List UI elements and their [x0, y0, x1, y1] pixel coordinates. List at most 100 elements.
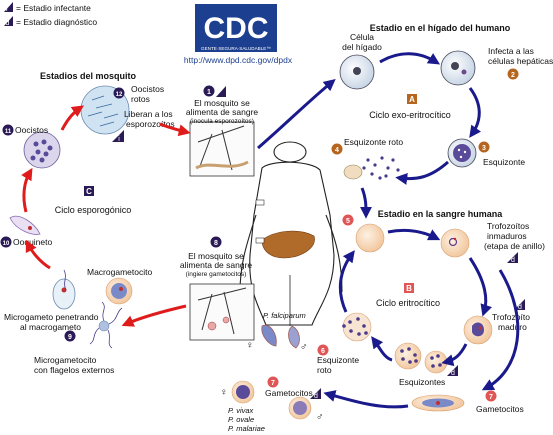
- arrow-mature-to-schizonts: [441, 343, 468, 367]
- release-sporozoites-label-2: esporozoítos: [126, 119, 175, 129]
- immature-trophozoite-label-3: (etapa de anillo): [484, 241, 545, 251]
- microgamete-penetrating-label-1: Microgameto penetrando: [4, 312, 99, 322]
- exflagellated-microgametocyte: [89, 301, 123, 349]
- cycle-c-marker: [84, 186, 94, 196]
- step-7-number-left: 7: [271, 380, 275, 387]
- step-7-marker-right: [485, 390, 497, 402]
- macrogametocyte: [105, 277, 133, 305]
- legend: i = Estadio infectante d = Estadio diagn…: [4, 2, 97, 27]
- step-5-number: 5: [346, 218, 350, 225]
- cycle-c-label: Ciclo esporogónico: [55, 205, 132, 215]
- step-7-number-right: 7: [489, 394, 493, 401]
- cdc-logo-box: [195, 4, 277, 52]
- liver-cell: [339, 54, 375, 90]
- gametocytes-label-right: Gametocitos: [476, 404, 524, 414]
- microgametocyte-label-2: con flagelos externos: [34, 365, 114, 375]
- ring-diagnostic-icon: [507, 252, 518, 263]
- step-1-number: 1: [207, 89, 211, 96]
- step-4-marker: [331, 143, 343, 155]
- ookinete: [9, 215, 41, 235]
- sporozoites-infective-symbol: i: [118, 136, 120, 143]
- red-arrows: [21, 105, 191, 327]
- arrow-ookinete-to-oocysts: [21, 167, 33, 213]
- mosquito-bite-box-8: [189, 283, 255, 341]
- arrow-zygote-to-ookinete: [25, 239, 51, 270]
- bite-mark-upper: [255, 199, 265, 206]
- ruptured-blood-schizont: [342, 312, 372, 342]
- mosquito-bite-box-1: [189, 121, 255, 177]
- schizont-label: Esquizonte: [483, 157, 525, 167]
- mature-trophozoite-label-2: maduro: [498, 322, 527, 332]
- ruptured-schizont: [343, 156, 400, 180]
- arrow-sporozoites-to-bite: [159, 122, 191, 137]
- legend-infective-symbol: i: [6, 6, 8, 13]
- diagnostic-stage-icon: [4, 16, 13, 26]
- step-8-line2: alimenta de sangre: [180, 260, 253, 270]
- step-3-marker: [478, 141, 490, 153]
- gametocytes-diagnostic-symbol: d: [314, 393, 318, 400]
- step-2-number: 2: [511, 72, 515, 79]
- legend-infective-label: = Estadio infectante: [16, 3, 91, 13]
- step-1-marker: [203, 85, 215, 97]
- schizonts-diagnostic-icon: [447, 365, 458, 376]
- cdc-logo-text: CDC: [204, 12, 269, 45]
- arrow-ring-to-gametocyte: [481, 269, 520, 391]
- ruptured-blood-schizont-label-1: Esquizonte: [317, 355, 359, 365]
- legend-diagnostic-symbol: d: [6, 20, 10, 27]
- arrow-rbc-to-ring: [387, 228, 441, 241]
- arrow-liver-cell-to-infected: [379, 52, 441, 65]
- infects-liver-label-2: células hepáticas: [488, 56, 553, 66]
- arrow-gametocyte-to-panel: [323, 390, 409, 409]
- immature-trophozoite-label-1: Trofozoítos: [487, 221, 529, 231]
- infects-liver-label-1: Infecta a las: [488, 46, 534, 56]
- cycle-a-label: Ciclo exo-eritrocítico: [369, 110, 451, 120]
- step-4-number: 4: [335, 147, 339, 154]
- cdc-logo: CDC GENTE·SEGURA·SALUDABLE™: [195, 4, 277, 52]
- ruptured-blood-schizont-label-2: roto: [317, 365, 332, 375]
- vivax-gametocytes: [231, 380, 312, 420]
- cycle-b-marker: [404, 283, 414, 293]
- step-2-marker: [507, 68, 519, 80]
- arrow-rupture-to-rbc-loop: [338, 250, 355, 313]
- liver-cell-label-1: Célula: [350, 32, 374, 42]
- step-1-line3: (inocula esporozoítos): [190, 118, 254, 125]
- female-symbol-top: ♀: [246, 340, 254, 351]
- immature-trophozoite-label-2: inmaduros: [487, 231, 527, 241]
- dpdx-link[interactable]: http://www.dpd.cdc.gov/dpdx: [184, 55, 293, 65]
- sporozoites-infective-icon: [112, 130, 124, 142]
- mature-trophozoite-label-1: Trofozoíto: [492, 312, 530, 322]
- trophozoite-diagnostic-symbol: d: [518, 304, 522, 311]
- arrow-bite-to-gametes: [121, 304, 187, 327]
- infective-stage-icon: [4, 2, 13, 12]
- step-5-marker: [342, 214, 354, 226]
- arrow-oocysts-to-ruptured: [60, 105, 84, 131]
- schizonts-diagnostic-symbol: d: [451, 370, 455, 377]
- mosquito-stages-title: Estadios del mosquito: [40, 71, 137, 81]
- microgamete-penetrating-label-2: al macrogameto: [20, 322, 81, 332]
- step-1-line1: El mosquito se: [194, 98, 250, 108]
- liver-cell-label-2: del hígado: [342, 42, 382, 52]
- p-ovale-label: P. ovale: [228, 415, 254, 424]
- legend-diagnostic-label: = Estadio diagnóstico: [16, 17, 97, 27]
- oocysts-label: Oocistos: [15, 125, 48, 135]
- step-10-number: 10: [3, 241, 10, 247]
- cycle-a-letter: A: [409, 95, 415, 104]
- ring-diagnostic-symbol: d: [511, 257, 515, 264]
- release-sporozoites-label-1: Liberan a los: [124, 109, 173, 119]
- ookinete-label: Ooquineto: [13, 237, 52, 247]
- schizonts-label: Esquizontes: [399, 377, 445, 387]
- gametocytes-diagnostic-icon: [310, 388, 321, 399]
- step-6-marker: [317, 344, 329, 356]
- ruptured-schizont-label: Esquizonte roto: [344, 137, 403, 147]
- step-3-number: 3: [482, 145, 486, 152]
- step-10-marker: [0, 236, 12, 248]
- step-8-line1: El mosquito se: [188, 251, 244, 261]
- p-vivax-label: P. vivax: [228, 406, 254, 415]
- ookinete-nucleus: [28, 226, 32, 230]
- arrow-infected-to-schizont: [468, 87, 482, 138]
- blue-arrows: [257, 52, 520, 409]
- mature-trophozoite-cell: [463, 315, 493, 345]
- blood-schizont-cells: [394, 342, 448, 374]
